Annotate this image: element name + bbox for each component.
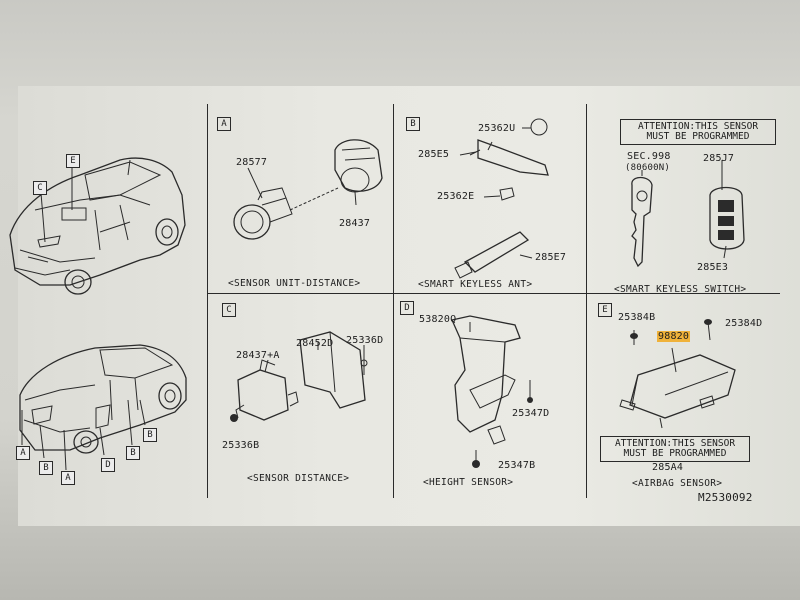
divider-v3 [586,104,587,498]
panel-f-caption: <SMART KEYLESS SWITCH> [614,284,747,295]
keyless-warning-line2: MUST BE PROGRAMMED [646,131,750,142]
panel-c-caption: <SENSOR DISTANCE> [247,473,350,484]
panel-a-caption: <SENSOR UNIT-DISTANCE> [228,278,361,289]
car-rear-illustration [19,344,187,471]
callout-b-rear-1: B [39,461,53,475]
panel-c-letter: C [222,303,236,317]
part-25347d: 25347D [512,408,550,419]
smart-keyless-ant-drawing [454,118,549,279]
part-80600n: (80600N) [625,163,670,173]
keyless-warning-line1: ATTENTION:THIS SENSOR [637,121,759,132]
part-28437: 28437 [339,218,371,229]
part-285a4: 285A4 [652,462,684,473]
divider-v1 [207,104,208,498]
part-285e7: 285E7 [535,252,567,263]
sensor-unit-distance-drawing [233,139,383,240]
part-28452d: 28452D [296,338,334,349]
panel-b-caption: <SMART KEYLESS ANT> [418,279,533,290]
part-285j7: 285J7 [703,153,735,164]
part-25362u: 25362U [478,123,516,134]
callout-b-rear-2: B [126,446,140,460]
part-25362e: 25362E [437,191,475,202]
panel-e-caption: <AIRBAG SENSOR> [632,478,723,489]
part-25336b: 25336B [222,440,260,451]
part-25336d: 25336D [346,335,384,346]
callout-a-rear-1: A [16,446,30,460]
part-sec-998: SEC.998 [627,151,671,162]
divider-h1 [207,293,780,294]
part-28437-a: 28437+A [236,350,280,361]
part-285e5: 285E5 [418,149,450,160]
panel-a-letter: A [217,117,231,131]
diagram-id: M2530092 [698,491,753,504]
airbag-sensor-drawing [619,319,736,429]
smart-keyless-switch-drawing [631,160,745,268]
panel-e-letter: E [598,303,612,317]
car-front-illustration [9,157,186,295]
airbag-warning-line2: MUST BE PROGRAMMED [623,448,727,459]
part-98820-highlighted: 98820 [657,331,691,342]
part-285e3: 285E3 [697,262,729,273]
keyless-warning-box: ATTENTION:THIS SENSOR MUST BE PROGRAMMED [620,119,776,145]
part-28577: 28577 [236,157,268,168]
airbag-warning-line1: ATTENTION:THIS SENSOR [614,438,736,449]
part-53820q: 53820Q [419,314,457,325]
callout-e-front: E [66,154,80,168]
airbag-warning-box: ATTENTION:THIS SENSOR MUST BE PROGRAMMED [600,436,750,462]
callout-c-front: C [33,181,47,195]
divider-v2 [393,104,394,498]
callout-a-rear-2: A [61,471,75,485]
panel-b-letter: B [406,117,420,131]
sensor-distance-drawing [230,331,368,422]
callout-b-rear-3: B [143,428,157,442]
height-sensor-drawing [451,315,533,468]
panel-d-caption: <HEIGHT SENSOR> [423,477,514,488]
callout-d-rear: D [101,458,115,472]
part-25384b: 25384B [618,312,656,323]
part-25347b: 25347B [498,460,536,471]
part-25384d: 25384D [725,318,763,329]
panel-d-letter: D [400,301,414,315]
